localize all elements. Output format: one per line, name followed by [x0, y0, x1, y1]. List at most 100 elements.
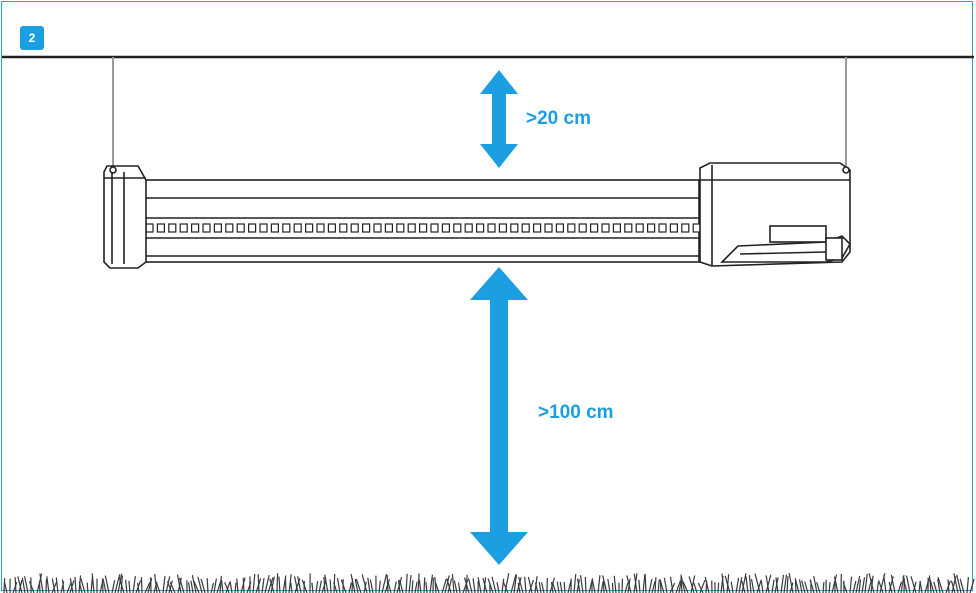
- grass-blade: [451, 574, 455, 593]
- grass-blade: [361, 574, 368, 593]
- grass-blade: [397, 580, 401, 593]
- grass-blade: [556, 581, 560, 593]
- grass-blade: [350, 573, 356, 593]
- grass-blade: [491, 576, 497, 593]
- led-segment: [544, 223, 553, 233]
- grass-blade: [502, 581, 509, 593]
- grass-blade: [633, 573, 638, 593]
- grass-blade: [3, 578, 6, 593]
- led-segment: [213, 223, 222, 233]
- grass-blade: [809, 579, 815, 593]
- grass-blade: [867, 578, 873, 593]
- step-number-badge: 2: [20, 26, 44, 50]
- grass-blade: [538, 581, 542, 593]
- led-segment: [498, 223, 507, 233]
- led-segment: [453, 223, 462, 233]
- grass-blade: [855, 575, 861, 593]
- grass-blade: [682, 581, 689, 593]
- grass-blade: [906, 575, 911, 593]
- grass-blade: [169, 581, 176, 593]
- grass-blade: [252, 573, 256, 593]
- grass-blade: [735, 577, 740, 593]
- grass-blade: [38, 581, 41, 593]
- grass-blade: [551, 581, 557, 593]
- grass-blade: [444, 575, 450, 593]
- grass-blade: [117, 573, 123, 593]
- grass-blade: [600, 580, 604, 593]
- grass-blade: [284, 577, 287, 593]
- grass-blade: [822, 582, 825, 593]
- led-segment: [624, 223, 633, 233]
- grass-blade: [730, 581, 734, 593]
- grass-blade: [457, 582, 461, 593]
- grass-blade: [78, 581, 83, 593]
- grass-blade: [798, 579, 803, 593]
- led-segment: [567, 223, 576, 233]
- grass-blade: [741, 573, 747, 593]
- grass-blade: [929, 579, 935, 593]
- led-segment: [407, 223, 416, 233]
- grass-blade: [225, 582, 231, 593]
- grass-blade: [663, 577, 668, 593]
- grass-blade: [902, 576, 908, 593]
- grass-blade: [654, 577, 657, 593]
- grass-blade: [510, 574, 517, 593]
- grass-blade: [219, 575, 222, 593]
- grass-blade: [104, 575, 110, 593]
- grass-blade: [657, 579, 660, 593]
- grass-blade: [563, 581, 566, 593]
- grass-blade: [12, 582, 18, 593]
- grass-blade: [155, 582, 161, 593]
- led-segment: [692, 223, 701, 233]
- grass-blade: [878, 580, 884, 593]
- lower-clearance-label: >100 cm: [538, 402, 614, 423]
- grass-blade: [333, 581, 338, 593]
- grass-blade: [168, 580, 173, 593]
- led-segment: [612, 223, 622, 233]
- grass-blade: [813, 576, 818, 593]
- led-segment: [339, 223, 348, 233]
- grass-blade: [301, 579, 308, 593]
- grass-blade: [176, 574, 182, 593]
- grass-blade: [919, 581, 923, 593]
- grass-blade: [236, 578, 239, 593]
- grass-blade: [624, 582, 629, 593]
- led-segment: [225, 223, 234, 233]
- led-segment: [168, 223, 177, 233]
- grass-blade: [213, 578, 217, 593]
- grass-blade: [60, 581, 65, 593]
- grass-blade: [858, 579, 862, 593]
- grass-blade: [446, 578, 452, 593]
- grass-blade: [690, 575, 696, 593]
- grass-blade: [721, 573, 725, 593]
- led-segment: [248, 223, 257, 233]
- grass-blade: [900, 574, 905, 593]
- grass-blade: [613, 575, 617, 593]
- grass-blade: [513, 574, 518, 593]
- led-segment: [487, 223, 496, 233]
- grass-blade: [831, 574, 838, 593]
- grass-blade: [501, 578, 505, 593]
- grass-blade: [408, 575, 412, 593]
- grass-blade: [602, 575, 608, 593]
- led-segment: [430, 223, 439, 233]
- grass-blade: [576, 579, 580, 593]
- grass-blade: [193, 581, 200, 593]
- grass-blade: [165, 576, 171, 593]
- grass-blade: [697, 582, 704, 593]
- grass-blade: [496, 582, 500, 593]
- grass-blade: [378, 580, 381, 593]
- grass-blade: [28, 581, 35, 593]
- grass-blade: [197, 576, 203, 593]
- grass-blade: [888, 581, 893, 593]
- grass-blade: [290, 582, 293, 593]
- grass-blade: [23, 576, 29, 593]
- grass-blade: [644, 574, 647, 593]
- grass-blade: [417, 573, 420, 593]
- grass-blade: [680, 574, 686, 593]
- grass-blade: [86, 582, 89, 593]
- grass-blade: [21, 577, 26, 593]
- grass-blade: [128, 580, 131, 593]
